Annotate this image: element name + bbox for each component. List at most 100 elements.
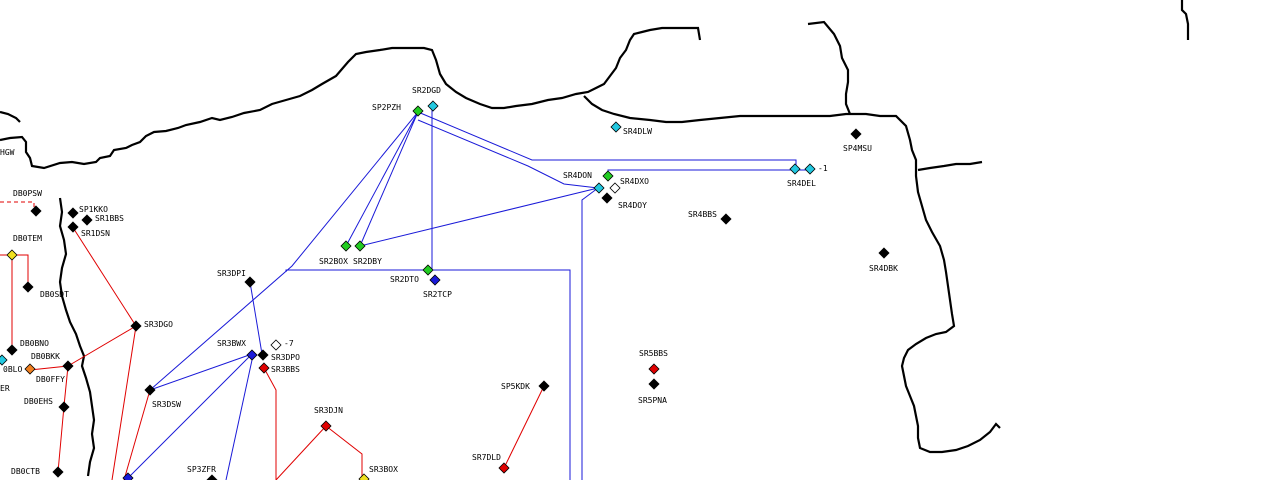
nodes	[0, 100, 890, 480]
label-sr3dgo: SR3DGO	[144, 320, 173, 329]
label-sr3bbs: SR3BBS	[271, 365, 300, 374]
link-sr3djn-box	[325, 425, 363, 478]
node-sr5bbs[interactable]	[648, 363, 660, 375]
link-sr2dto-south	[285, 269, 428, 272]
node-sr2dgd[interactable]	[427, 100, 439, 112]
link-sr1dsn-sr3dgo	[71, 225, 137, 327]
link-sp2pzh-sr4don	[417, 111, 797, 168]
link-sr3bbs	[263, 367, 277, 480]
node-sr4del-1[interactable]	[804, 163, 816, 175]
node-sr2box[interactable]	[340, 240, 352, 252]
label-sr3dpo: SR3DPO	[271, 353, 300, 362]
node-sr2tcp[interactable]	[429, 274, 441, 286]
node-db0psw[interactable]	[30, 205, 42, 217]
node-sr5pna[interactable]	[648, 378, 660, 390]
label-sr2dby: SR2DBY	[353, 257, 382, 266]
label-db0bkk: DB0BKK	[31, 352, 60, 361]
label-sp3zfr: SP3ZFR	[187, 465, 216, 474]
node-sr4dbk[interactable]	[878, 247, 890, 259]
lake-east	[917, 160, 983, 172]
label-db0bno: DB0BNO	[20, 339, 49, 348]
label-sr2tcp: SR2TCP	[423, 290, 452, 299]
link-sr4dxo-sr4del	[607, 169, 810, 176]
node-sr3bwx[interactable]	[246, 349, 258, 361]
node-db0ehs[interactable]	[58, 401, 70, 413]
node-sr2dto[interactable]	[422, 264, 434, 276]
link-sp2pzh-sr3dsw	[149, 111, 419, 391]
label-sr4del-suffix: -1	[818, 164, 828, 173]
blue-links	[127, 108, 810, 480]
label-db0ffy: DB0FFY	[36, 375, 65, 384]
node-sp5kdk[interactable]	[538, 380, 550, 392]
node-sr3bwx-7[interactable]	[270, 339, 282, 351]
node-sr3dgo[interactable]	[130, 320, 142, 332]
node-db0bno[interactable]	[6, 344, 18, 356]
label-sr1bbs: SR1BBS	[95, 214, 124, 223]
node-db0tem[interactable]	[6, 249, 18, 261]
node-sr3bbs[interactable]	[258, 362, 270, 374]
label-0blo-partial: 0BLO	[3, 365, 22, 374]
node-sr4doy[interactable]	[601, 192, 613, 204]
label-sr5bbs: SR5BBS	[639, 349, 668, 358]
label-db0ehs: DB0EHS	[24, 397, 53, 406]
node-sr4dxo[interactable]	[602, 170, 614, 182]
node-db0bkk[interactable]	[62, 360, 74, 372]
label-sp5kdk: SP5KDK	[501, 382, 530, 391]
link-db0ffy	[29, 365, 69, 371]
node-sr7dld[interactable]	[498, 462, 510, 474]
label-sr3bwx: SR3BWX	[217, 339, 246, 348]
label-sr4dbk: SR4DBK	[869, 264, 898, 273]
node-sr1dsn[interactable]	[67, 221, 79, 233]
node-sr3djn[interactable]	[320, 420, 332, 432]
node-sr4bbs[interactable]	[720, 213, 732, 225]
label-db0sdt: DB0SDT	[40, 290, 69, 299]
link-sr3dpi-sr3bwx	[249, 281, 263, 355]
node-sr4don[interactable]	[593, 182, 605, 194]
node-sr2dby[interactable]	[354, 240, 366, 252]
link-sr2dto-east	[432, 269, 571, 480]
label-sr4del: SR4DEL	[787, 179, 816, 188]
node-sr4del[interactable]	[789, 163, 801, 175]
link-sp2pzh-sr2box	[345, 111, 419, 247]
node-0blo[interactable]	[0, 354, 8, 366]
label-er-partial: ER	[0, 384, 10, 393]
node-db0sdt[interactable]	[22, 281, 34, 293]
node-blue-sw[interactable]	[122, 472, 134, 480]
label-sp1kko: SP1KKO	[79, 205, 108, 214]
label-db0ctb: DB0CTB	[11, 467, 40, 476]
node-sr3dpi[interactable]	[244, 276, 256, 288]
link-sp2pzh-sr2dby	[359, 111, 419, 247]
label-sr3djn: SR3DJN	[314, 406, 343, 415]
link-sr3dsw-south	[123, 389, 151, 480]
label-db0tem: DB0TEM	[13, 234, 42, 243]
node-sr4dlw[interactable]	[610, 121, 622, 133]
node-sr3box[interactable]	[358, 473, 370, 480]
node-db0ffy[interactable]	[24, 363, 36, 375]
label-sr4don: SR4DON	[563, 171, 592, 180]
node-sr4dxo-aux[interactable]	[609, 182, 621, 194]
label-sr5pna: SR5PNA	[638, 396, 667, 405]
link-sr3djn	[275, 425, 327, 480]
node-sp4msu[interactable]	[850, 128, 862, 140]
border-lines	[0, 0, 1190, 477]
river-east	[807, 20, 852, 115]
node-sr3dpo[interactable]	[257, 349, 269, 361]
label-sr1dsn: SR1DSN	[81, 229, 110, 238]
node-sp2pzh[interactable]	[412, 105, 424, 117]
label-sr4doy: SR4DOY	[618, 201, 647, 210]
node-sr3dsw[interactable]	[144, 384, 156, 396]
label-sr3box: SR3BOX	[369, 465, 398, 474]
node-db0ctb[interactable]	[52, 466, 64, 478]
node-sp3zfr[interactable]	[206, 474, 218, 480]
node-sr1bbs[interactable]	[81, 214, 93, 226]
link-sp2pzh-sr4dxo	[417, 119, 599, 189]
label-sr4dxo: SR4DXO	[620, 177, 649, 186]
coastline-east	[583, 95, 1001, 454]
corner-mark	[1180, 0, 1190, 40]
node-sp1kko[interactable]	[67, 207, 79, 219]
link-sr3bwx-sw	[127, 353, 253, 479]
red-links	[0, 201, 545, 480]
link-sr3dgo-south	[111, 325, 137, 480]
label-sp2pzh: SP2PZH	[372, 103, 401, 112]
link-sr3dgo-db0bkk	[67, 325, 137, 367]
